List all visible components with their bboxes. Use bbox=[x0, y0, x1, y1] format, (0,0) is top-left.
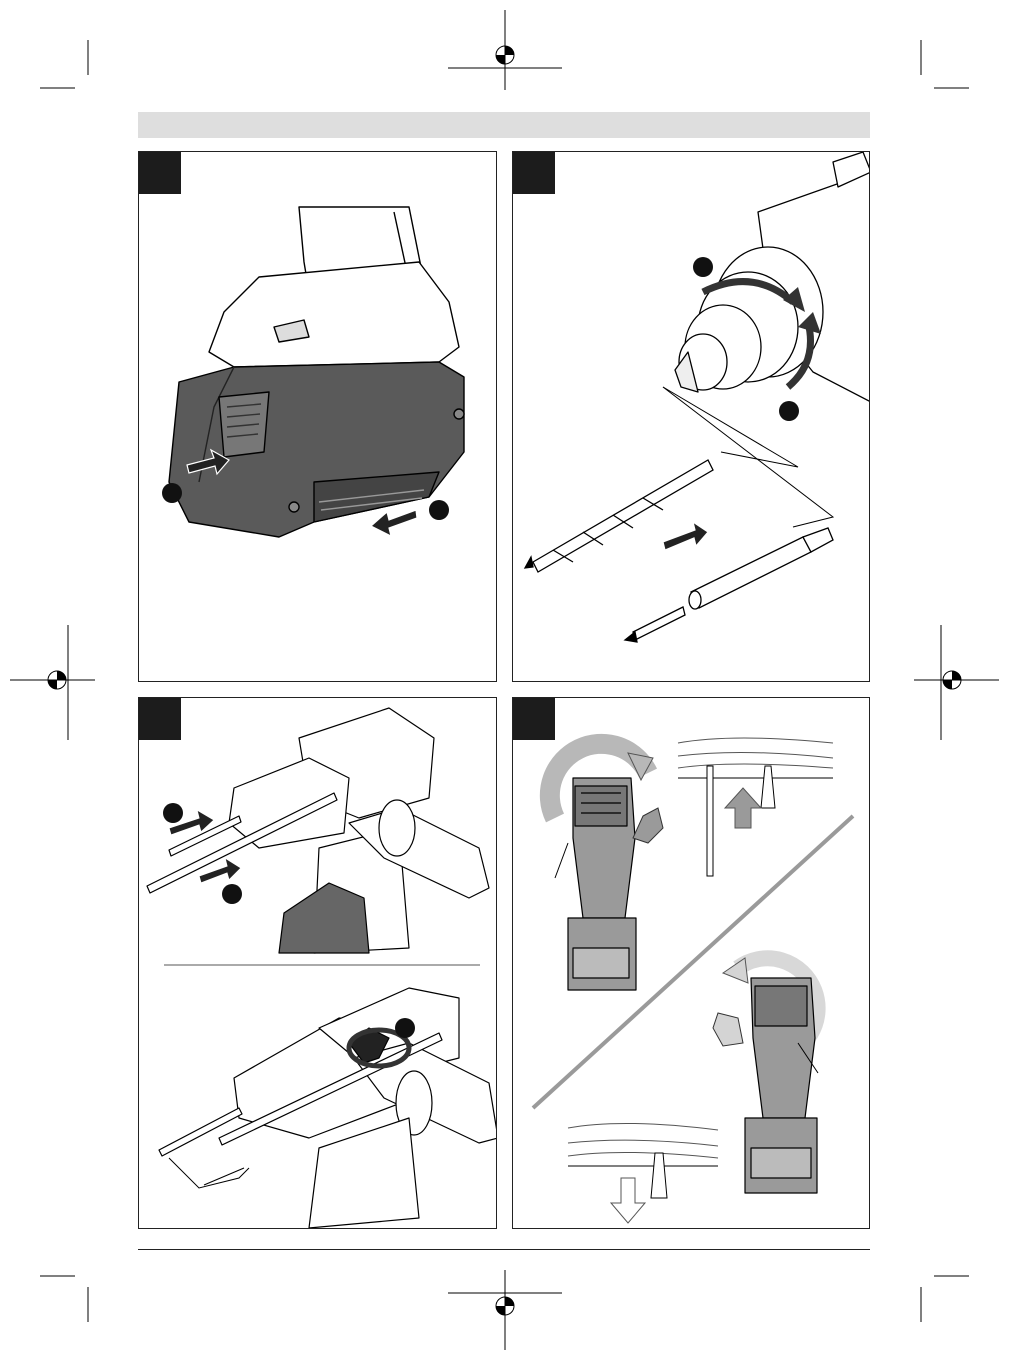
footer-rule bbox=[138, 1249, 870, 1250]
header-bar bbox=[138, 112, 870, 138]
figure-panel-chuck-bits bbox=[512, 151, 870, 682]
depth-stop-illustration bbox=[139, 698, 497, 1229]
rotation-direction-illustration bbox=[513, 698, 870, 1229]
battery-release-illustration bbox=[139, 152, 497, 682]
figure-panel-rotation-direction bbox=[512, 697, 870, 1229]
chuck-illustration bbox=[513, 152, 870, 682]
figure-panel-depth-stop bbox=[138, 697, 497, 1229]
figure-panel-battery-release bbox=[138, 151, 497, 682]
